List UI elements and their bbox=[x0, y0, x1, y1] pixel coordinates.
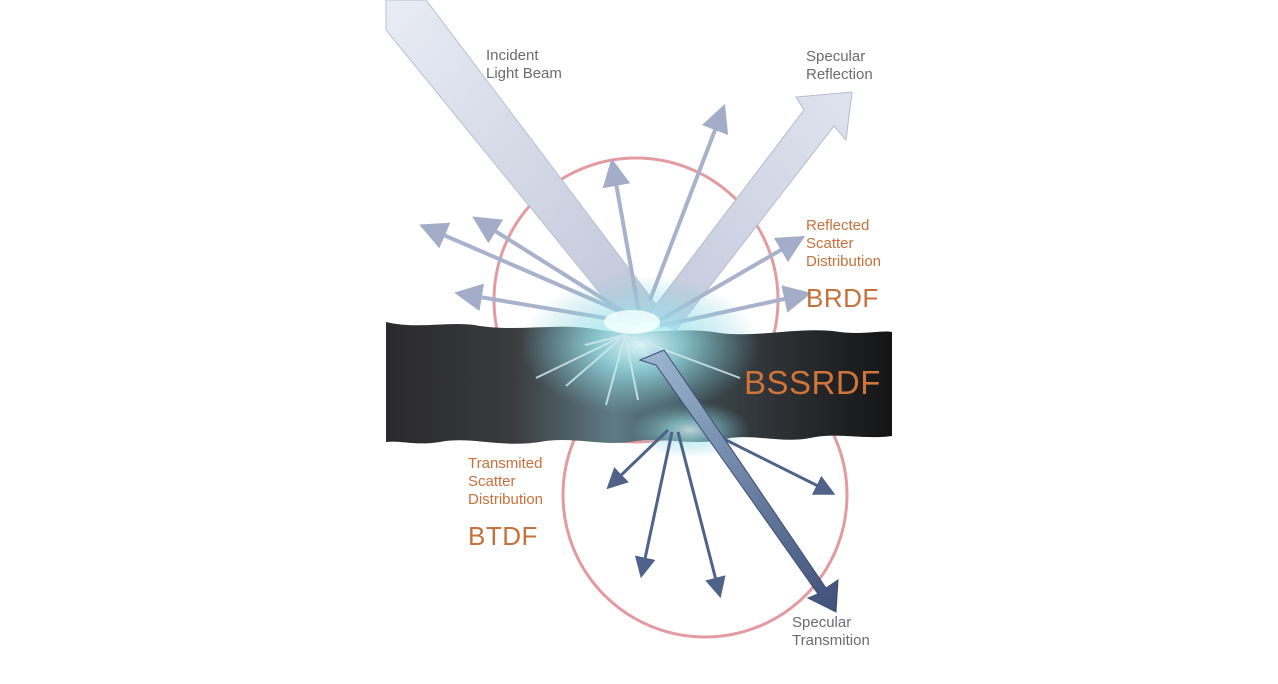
reflected-scatter-label: Reflected Scatter Distribution bbox=[806, 217, 882, 270]
incidence-point-glow bbox=[604, 310, 660, 334]
specular-transmission-label: Specular Transmition bbox=[792, 614, 870, 649]
transmitted-scatter-arrow bbox=[713, 432, 836, 495]
subsurface-glow bbox=[520, 275, 760, 415]
transmitted-scatter-arrow bbox=[676, 431, 726, 599]
transmitted-scatter-label: Transmited Scatter Distribution bbox=[468, 455, 544, 508]
btdf-label: BTDF bbox=[468, 521, 538, 551]
reflected-scatter-arrow bbox=[648, 103, 729, 301]
bssrdf-label: BSSRDF bbox=[744, 364, 881, 401]
specular-reflection-label: Specular Reflection bbox=[806, 48, 873, 83]
specular-transmission-arrow bbox=[638, 349, 839, 613]
transmitted-scatter-arrow bbox=[606, 428, 670, 490]
incident-light-beam-label: Incident Light Beam bbox=[486, 47, 562, 82]
brdf-label: BRDF bbox=[806, 283, 879, 313]
transmitted-scatter-arrow bbox=[634, 431, 674, 579]
transmitted-scatter-arrows bbox=[606, 428, 836, 599]
